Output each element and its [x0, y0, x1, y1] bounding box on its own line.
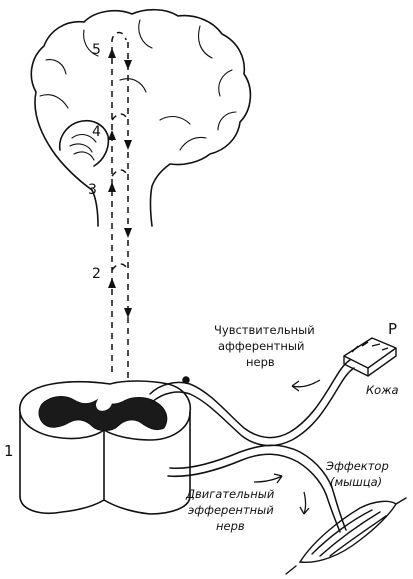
grey-matter: [38, 394, 168, 431]
brain-outline: [30, 8, 252, 227]
down-arrow-icon: [124, 228, 132, 238]
label-sensory-nerve-3: нерв: [246, 355, 275, 369]
up-arrow-icon: [108, 278, 116, 288]
up-arrow-icon: [108, 182, 116, 192]
label-receptor-p: P: [388, 320, 397, 338]
down-arrow-icon: [124, 140, 132, 150]
label-level-4: 4: [92, 124, 101, 140]
spinal-cord-segment: [19, 380, 192, 515]
muscle-effector: [285, 497, 407, 575]
efferent-nerve: [167, 444, 347, 533]
label-skin: Кожа: [366, 383, 399, 397]
down-arrow-icon: [124, 308, 132, 318]
pathway-arrowheads: [108, 48, 132, 318]
label-effector-1: Эффектор: [325, 459, 389, 473]
label-motor-nerve-2: эфферентный: [188, 503, 274, 517]
label-level-2: 2: [92, 266, 101, 282]
afferent-nerve: [149, 359, 355, 447]
ganglion-icon: [182, 376, 190, 384]
label-sensory-nerve-1: Чувствительный: [214, 323, 315, 337]
label-effector-2: (мышца): [330, 475, 382, 489]
up-arrow-icon: [108, 130, 116, 140]
label-motor-nerve-3: нерв: [216, 519, 245, 533]
down-arrow-icon: [303, 491, 307, 515]
right-arrow-icon: [253, 475, 283, 483]
brain-sulci: [39, 19, 237, 161]
label-level-5: 5: [92, 42, 101, 58]
pathway-dashed-lines: [111, 31, 129, 378]
label-spinal-cord-1: 1: [4, 442, 14, 460]
label-motor-nerve-1: Двигательный: [185, 487, 275, 501]
down-arrow-icon: [124, 60, 132, 70]
left-arrow-icon: [291, 379, 321, 388]
nerve-arrows: [253, 379, 321, 515]
up-arrow-icon: [108, 48, 116, 58]
skin-receptor: [343, 337, 397, 377]
label-sensory-nerve-2: афферентный: [218, 339, 304, 353]
label-level-3: 3: [88, 182, 97, 198]
